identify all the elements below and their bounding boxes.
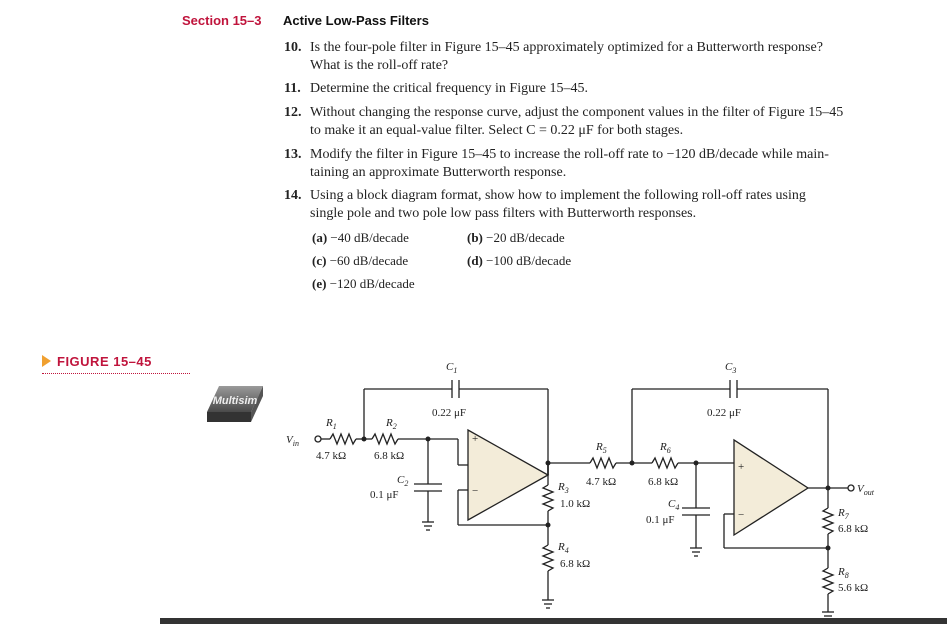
c3-label: C3 xyxy=(725,361,736,375)
r5-resistor xyxy=(589,456,617,470)
logo-text: Multisim xyxy=(213,395,258,407)
part-e: (e) −120 dB/decade xyxy=(312,276,415,292)
c1-label: C1 xyxy=(446,361,457,375)
r7-label: R7 xyxy=(837,507,850,521)
part-label: (c) xyxy=(312,253,327,268)
problem-11: 11. Determine the critical frequency in … xyxy=(284,80,904,98)
problem-line: Using a block diagram format, show how t… xyxy=(310,188,806,203)
part-d: (d) −100 dB/decade xyxy=(467,253,571,269)
vout-label: Vout xyxy=(857,483,875,497)
problem-number: 10. xyxy=(284,40,302,55)
opamp-1 xyxy=(467,428,550,522)
problem-line: to make it an equal-value filter. Select… xyxy=(310,123,684,138)
r3-label: R3 xyxy=(557,481,569,495)
r4-label: R4 xyxy=(557,541,569,555)
problem-text: Without changing the response curve, adj… xyxy=(310,104,904,140)
figure-label: FIGURE 15–45 xyxy=(42,354,152,369)
problem-12: 12. Without changing the response curve,… xyxy=(284,104,904,140)
part-label: (b) xyxy=(467,230,483,245)
r1-value: 4.7 kΩ xyxy=(316,450,346,462)
part-label: (a) xyxy=(312,230,328,245)
r3-resistor xyxy=(541,484,555,512)
problem-10: 10. Is the four-pole filter in Figure 15… xyxy=(284,39,904,75)
c4-value: 0.1 μF xyxy=(646,514,675,526)
problem-line: Determine the critical frequency in Figu… xyxy=(310,81,588,96)
r6-resistor xyxy=(651,456,679,470)
part-label: (d) xyxy=(467,253,483,268)
part-text: −120 dB/decade xyxy=(329,276,415,291)
r2-resistor xyxy=(371,432,399,446)
problem-number: 12. xyxy=(284,105,302,120)
r8-label: R8 xyxy=(837,566,849,580)
problem-number: 14. xyxy=(284,188,302,203)
problem-text: Using a block diagram format, show how t… xyxy=(310,187,904,223)
problem-text: Is the four-pole filter in Figure 15–45 … xyxy=(310,39,904,75)
vin-label: Vin xyxy=(286,434,299,448)
problem-line: single pole and two pole low pass filter… xyxy=(310,206,697,221)
r2-label: R2 xyxy=(385,417,397,431)
r7-resistor xyxy=(821,507,835,535)
arrow-icon xyxy=(42,355,51,367)
r3-value: 1.0 kΩ xyxy=(560,498,590,510)
part-text: −100 dB/decade xyxy=(486,253,572,268)
c3-value: 0.22 μF xyxy=(707,407,741,419)
opamp2-plus: + xyxy=(738,461,744,473)
problem-line: Without changing the response curve, adj… xyxy=(310,105,844,120)
r8-value: 5.6 kΩ xyxy=(838,582,868,594)
r1-resistor xyxy=(329,432,357,446)
r4-value: 6.8 kΩ xyxy=(560,558,590,570)
r5-label: R5 xyxy=(595,441,607,455)
problem-number: 11. xyxy=(284,81,301,96)
problem-text: Determine the critical frequency in Figu… xyxy=(310,80,904,98)
part-text: −40 dB/decade xyxy=(330,230,409,245)
multisim-logo: Multisim xyxy=(207,386,263,422)
r7-value: 6.8 kΩ xyxy=(838,523,868,535)
problem-text: Modify the filter in Figure 15–45 to inc… xyxy=(310,146,904,182)
c2-label: C2 xyxy=(397,474,408,488)
r1-label: R1 xyxy=(325,417,337,431)
problem-line: Is the four-pole filter in Figure 15–45 … xyxy=(310,40,823,55)
c1-value: 0.22 μF xyxy=(432,407,466,419)
c4-label: C4 xyxy=(668,498,679,512)
opamp2-minus: − xyxy=(738,509,744,521)
r6-value: 6.8 kΩ xyxy=(648,476,678,488)
figure-divider xyxy=(42,373,190,374)
problem-line: What is the roll-off rate? xyxy=(310,58,449,73)
c2-value: 0.1 μF xyxy=(370,489,399,501)
part-text: −60 dB/decade xyxy=(329,253,409,268)
r2-value: 6.8 kΩ xyxy=(374,450,404,462)
part-c: (c) −60 dB/decade xyxy=(312,253,408,269)
part-label: (e) xyxy=(312,276,327,291)
problem-number: 13. xyxy=(284,147,302,162)
part-text: −20 dB/decade xyxy=(486,230,565,245)
part-b: (b) −20 dB/decade xyxy=(467,230,565,246)
section-number: Section 15–3 xyxy=(182,13,262,28)
r5-value: 4.7 kΩ xyxy=(586,476,616,488)
section-title: Active Low-Pass Filters xyxy=(283,13,429,28)
problem-line: Modify the filter in Figure 15–45 to inc… xyxy=(310,147,829,162)
page-bottom-bar xyxy=(160,618,947,624)
problem-14: 14. Using a block diagram format, show h… xyxy=(284,187,904,223)
r4-resistor xyxy=(541,544,555,572)
opamp1-plus: + xyxy=(472,433,478,445)
r8-resistor xyxy=(821,567,835,595)
problem-line: taining an approximate Butterworth respo… xyxy=(310,165,567,180)
r6-label: R6 xyxy=(659,441,671,455)
part-a: (a) −40 dB/decade xyxy=(312,230,409,246)
opamp1-minus: − xyxy=(472,485,478,497)
problem-13: 13. Modify the filter in Figure 15–45 to… xyxy=(284,146,904,182)
figure-label-text: FIGURE 15–45 xyxy=(57,354,152,369)
opamp-2 xyxy=(733,438,810,537)
